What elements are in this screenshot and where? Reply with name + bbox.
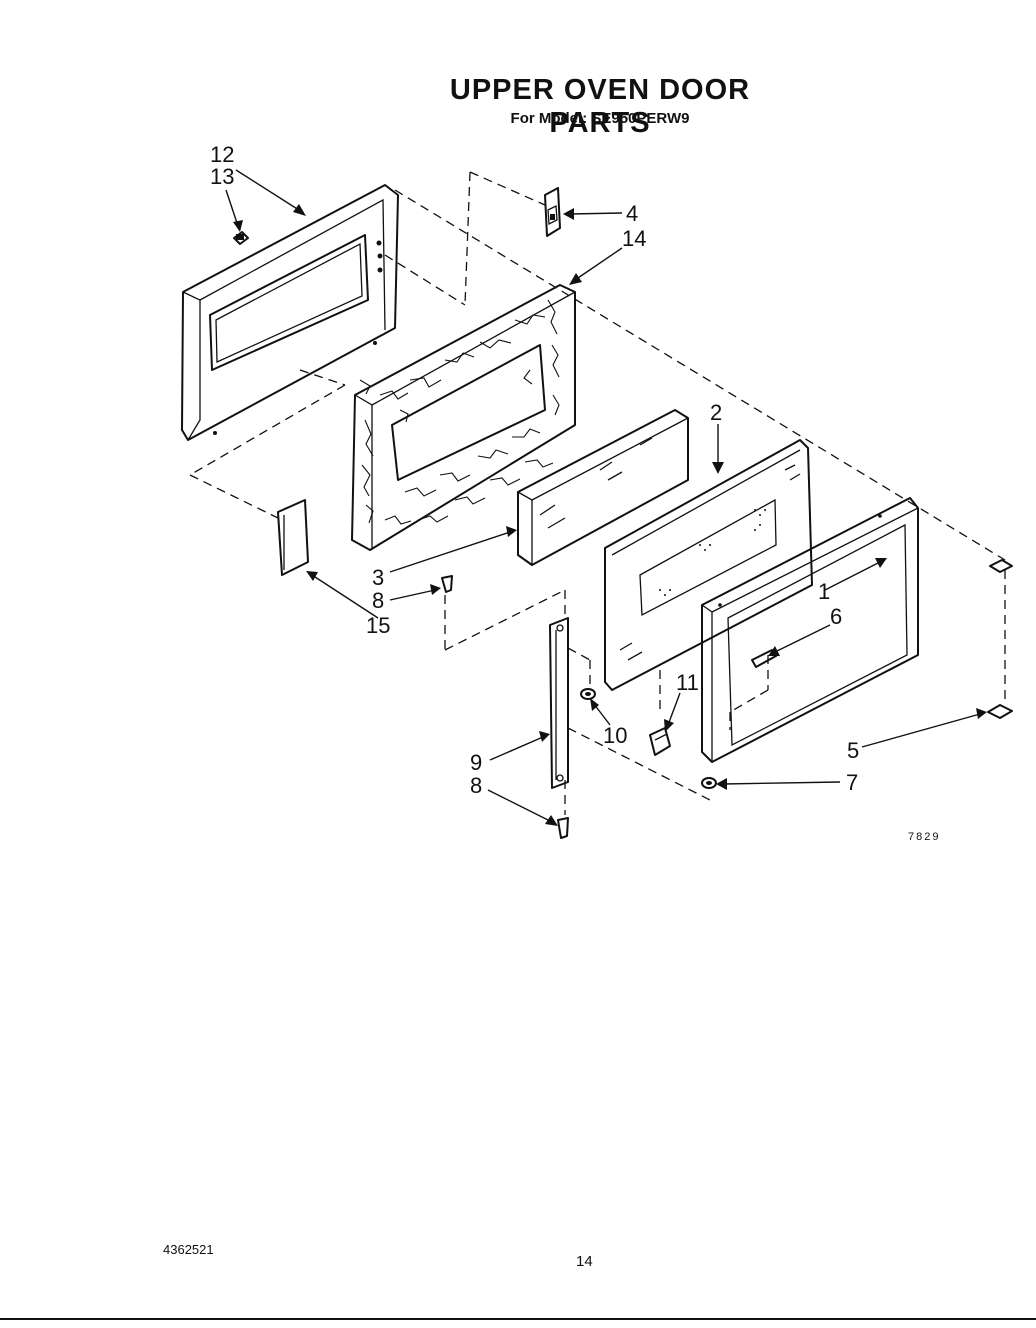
callout-9: 9	[470, 750, 482, 775]
screw-lower	[557, 817, 569, 839]
page-title: UPPER OVEN DOOR PARTS	[449, 74, 751, 139]
screw-upper	[441, 575, 453, 593]
callout-8-lower: 8	[470, 773, 482, 798]
insulation-frame	[351, 284, 576, 551]
door-latch	[544, 187, 561, 237]
callout-12: 12	[210, 142, 234, 167]
callout-3: 3	[372, 565, 384, 590]
leader-lines	[225, 169, 987, 826]
outer-door-glass	[604, 439, 813, 691]
door-hinge-bar	[549, 617, 569, 789]
callout-10: 10	[603, 723, 627, 748]
document-number: 4362521	[163, 1242, 214, 1257]
callout-8-upper: 8	[372, 588, 384, 613]
callout-14: 14	[622, 226, 646, 251]
grommet-upper	[580, 688, 596, 700]
callout-5: 5	[847, 738, 859, 763]
hinge-cover	[277, 499, 309, 576]
inner-glass-assembly	[517, 409, 689, 566]
drawing-code: 7829	[908, 831, 940, 843]
callout-4: 4	[626, 201, 638, 226]
model-subtitle: For Model: SE950PERW9	[510, 110, 690, 127]
spacer-block	[649, 727, 671, 756]
page-number: 14	[576, 1253, 593, 1270]
outer-door-frame	[701, 497, 919, 763]
callout-13: 13	[210, 164, 234, 189]
assembly-lines	[189, 171, 1006, 815]
grommet-lower	[701, 777, 717, 789]
callout-15: 15	[366, 613, 390, 638]
bottom-rule	[0, 1318, 1036, 1320]
callout-7: 7	[846, 770, 858, 795]
panel-clip	[233, 231, 249, 245]
door-stop-lower	[987, 704, 1013, 719]
door-stop-upper	[989, 559, 1013, 573]
callout-2: 2	[710, 400, 722, 425]
callout-1: 1	[818, 579, 830, 604]
callout-11: 11	[676, 670, 699, 695]
inner-door-panel	[181, 184, 399, 441]
callout-labels: 12 13 4 14 2 3 8 15 1 6 11 10 9 8 5 7 78…	[210, 142, 940, 843]
callout-6: 6	[830, 604, 842, 629]
